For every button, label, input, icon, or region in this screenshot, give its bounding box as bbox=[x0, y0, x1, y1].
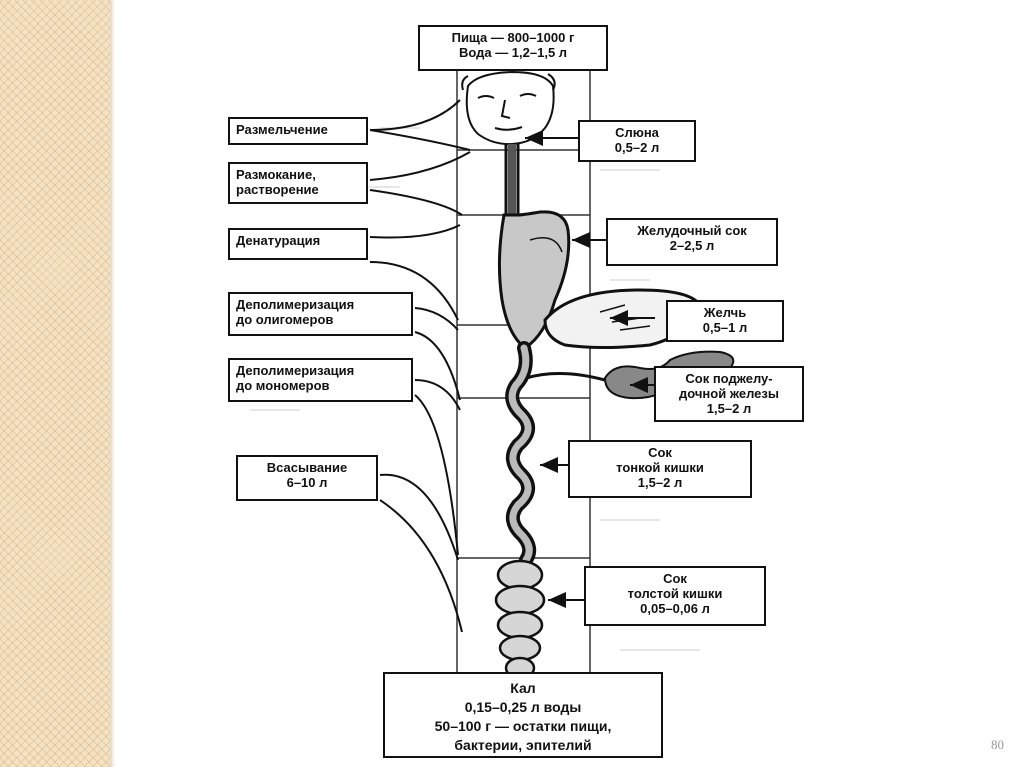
esophagus bbox=[504, 144, 520, 215]
large-intestine-juice-label-2: толстой кишки bbox=[627, 586, 723, 601]
denaturation-box: Денатурация bbox=[228, 228, 368, 260]
large-intestine bbox=[494, 559, 546, 680]
softening-label-1: Размокание, bbox=[236, 167, 316, 182]
pancreatic-juice-label-1: Сок поджелу- bbox=[685, 371, 773, 386]
small-intestine-juice-label-2: тонкой кишки bbox=[616, 460, 704, 475]
pancreatic-juice-box: Сок поджелу- дочной железы 1,5–2 л bbox=[654, 366, 804, 422]
denaturation-label: Денатурация bbox=[236, 233, 321, 248]
feces-remains: 50–100 г — остатки пищи, bbox=[434, 718, 612, 734]
depoly-oligo-label-1: Деполимеризация bbox=[236, 297, 355, 312]
page-number: 80 bbox=[991, 737, 1004, 752]
feces-label: Кал bbox=[510, 680, 536, 696]
softening-label-2: растворение bbox=[236, 182, 319, 197]
stomach bbox=[497, 210, 571, 350]
stripe-shadow bbox=[110, 0, 115, 767]
absorption-volume: 6–10 л bbox=[286, 475, 328, 490]
bile-volume: 0,5–1 л bbox=[702, 320, 748, 335]
water-amount: Вода — 1,2–1,5 л bbox=[458, 45, 568, 60]
absorption-box: Всасывание 6–10 л bbox=[236, 455, 378, 501]
small-intestine-juice-label-1: Сок bbox=[648, 445, 672, 460]
feces-water: 0,15–0,25 л воды bbox=[464, 699, 582, 715]
saliva-box: Слюна 0,5–2 л bbox=[578, 120, 696, 162]
head-drawing bbox=[461, 70, 556, 146]
pancreatic-juice-label-2: дочной железы bbox=[679, 386, 779, 401]
depoly-oligo-label-2: до олигомеров bbox=[236, 312, 334, 327]
saliva-label: Слюна bbox=[615, 125, 659, 140]
large-intestine-juice-volume: 0,05–0,06 л bbox=[640, 601, 710, 616]
gastric-juice-box: Желудочный сок 2–2,5 л bbox=[606, 218, 778, 266]
feces-bacteria: бактерии, эпителий bbox=[454, 737, 592, 753]
grinding-box: Размельчение bbox=[228, 117, 368, 145]
small-intestine-juice-box: Сок тонкой кишки 1,5–2 л bbox=[568, 440, 752, 498]
absorption-label: Всасывание bbox=[266, 460, 348, 475]
feces-box: Кал 0,15–0,25 л воды 50–100 г — остатки … bbox=[383, 672, 663, 758]
depolymerization-monomers-box: Деполимеризация до мономеров bbox=[228, 358, 413, 402]
gastric-juice-volume: 2–2,5 л bbox=[669, 238, 715, 253]
food-amount: Пища — 800–1000 г bbox=[451, 30, 575, 45]
depolymerization-oligomers-box: Деполимеризация до олигомеров bbox=[228, 292, 413, 336]
bile-label: Желчь bbox=[703, 305, 747, 320]
grinding-label: Размельчение bbox=[236, 122, 328, 137]
gastric-juice-label: Желудочный сок bbox=[637, 223, 747, 238]
depoly-mono-label-1: Деполимеризация bbox=[236, 363, 355, 378]
pancreatic-juice-volume: 1,5–2 л bbox=[706, 401, 752, 416]
bile-box: Желчь 0,5–1 л bbox=[666, 300, 784, 342]
depoly-mono-label-2: до мономеров bbox=[236, 378, 330, 393]
softening-box: Размокание, растворение bbox=[228, 162, 368, 204]
large-intestine-juice-box: Сок толстой кишки 0,05–0,06 л bbox=[584, 566, 766, 626]
food-water-box: Пища — 800–1000 г Вода — 1,2–1,5 л bbox=[418, 25, 608, 71]
large-intestine-juice-label-1: Сок bbox=[663, 571, 687, 586]
small-intestine-juice-volume: 1,5–2 л bbox=[637, 475, 683, 490]
process-leader-lines bbox=[369, 99, 471, 633]
saliva-volume: 0,5–2 л bbox=[614, 140, 660, 155]
decorative-left-stripe bbox=[0, 0, 110, 767]
secretion-arrows bbox=[525, 130, 660, 608]
